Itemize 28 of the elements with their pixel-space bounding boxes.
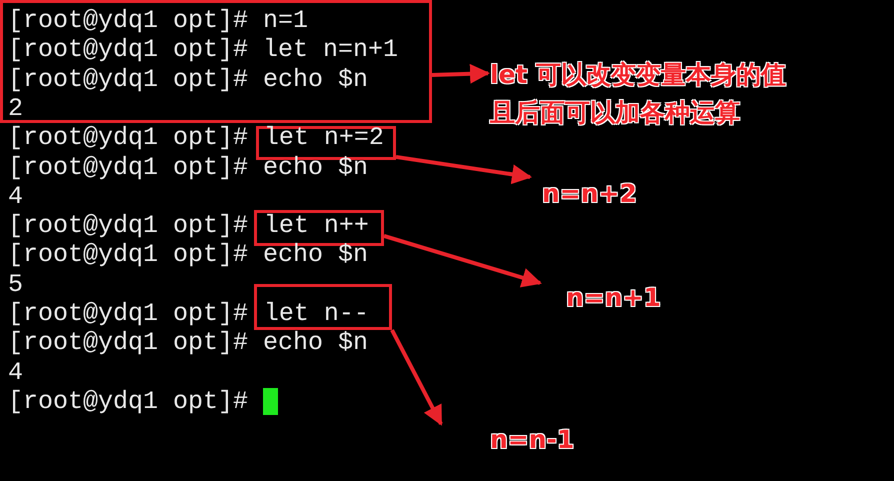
command-line: [root@ydq1 opt]# echo $n (8, 64, 368, 94)
terminal-text: 4 (8, 182, 24, 211)
arrow (432, 64, 490, 84)
command-line: 2 (8, 94, 24, 123)
annotation-text: n=n+2 (542, 178, 637, 210)
terminal-text: [root@ydq1 opt]# (8, 299, 248, 328)
arrow (383, 234, 542, 288)
terminal-text: 4 (8, 358, 24, 387)
terminal-text: 5 (8, 270, 24, 299)
terminal-text: [root@ydq1 opt]# (8, 211, 248, 240)
annotation-text: 且后面可以加各种运算 (490, 97, 740, 129)
terminal-text: [root@ydq1 opt]# (8, 386, 248, 416)
command-line: let n-- (264, 299, 369, 328)
terminal-text: [root@ydq1 opt]# echo $n (8, 152, 368, 182)
arrow (390, 329, 443, 426)
highlight-frame (0, 0, 432, 123)
annotation-text: let 可以改变变量本身的值 (490, 59, 786, 91)
annotation-text: n=n-1 (490, 424, 574, 456)
highlight-frame (254, 284, 392, 330)
command-line: let n++ (264, 211, 369, 240)
terminal-text: [root@ydq1 opt]# (8, 123, 248, 152)
terminal-text: [root@ydq1 opt]# echo $n (8, 240, 368, 270)
command-line: [root@ydq1 opt]# n=1 (8, 6, 308, 35)
arrow (396, 154, 532, 184)
command-line: [root@ydq1 opt]# let n=n+1 (8, 35, 398, 64)
terminal-text: [root@ydq1 opt]# echo $n (8, 328, 368, 358)
command-line: let n+=2 (264, 123, 384, 152)
annotation-text: n=n+1 (566, 282, 661, 314)
